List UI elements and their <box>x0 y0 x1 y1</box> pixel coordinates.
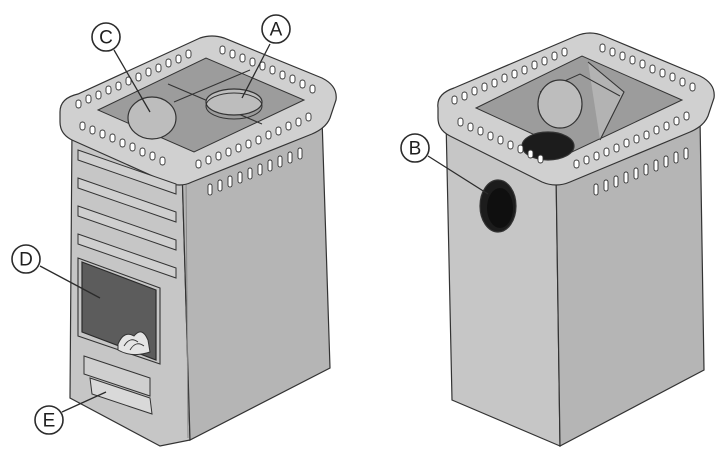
callout-label-d: D <box>19 250 33 271</box>
leader-line-d <box>39 265 101 299</box>
callout-label-c: C <box>99 28 113 49</box>
left-stove-disc-a <box>205 88 263 116</box>
leader-line-e <box>61 391 107 413</box>
callout-label-a: A <box>270 20 283 41</box>
callouts: C A D E B <box>11 14 489 435</box>
left-stove-front-panels <box>77 149 177 279</box>
leader-line-c <box>113 49 151 113</box>
leader-line-a <box>241 43 271 99</box>
left-stove <box>59 35 337 447</box>
callout-circle-b <box>400 133 430 163</box>
right-stove-rim-slots <box>451 43 696 169</box>
callout-circle-c <box>91 22 121 52</box>
right-stove <box>437 32 715 447</box>
left-stove-rim-slots <box>75 45 316 169</box>
callout-circle-e <box>34 405 64 435</box>
callout-circle-a <box>261 14 291 44</box>
left-stove-ash-drawer <box>83 355 151 397</box>
left-stove-side-vents <box>207 147 303 196</box>
callout-label-b: B <box>409 139 422 160</box>
leader-line-b <box>427 155 489 195</box>
left-stove-disc-c <box>127 96 177 140</box>
left-stove-fire <box>117 331 151 356</box>
callout-label-e: E <box>43 411 56 432</box>
right-stove-disc <box>537 79 583 129</box>
right-stove-side-vents <box>593 147 689 196</box>
callout-circle-d <box>11 244 41 274</box>
